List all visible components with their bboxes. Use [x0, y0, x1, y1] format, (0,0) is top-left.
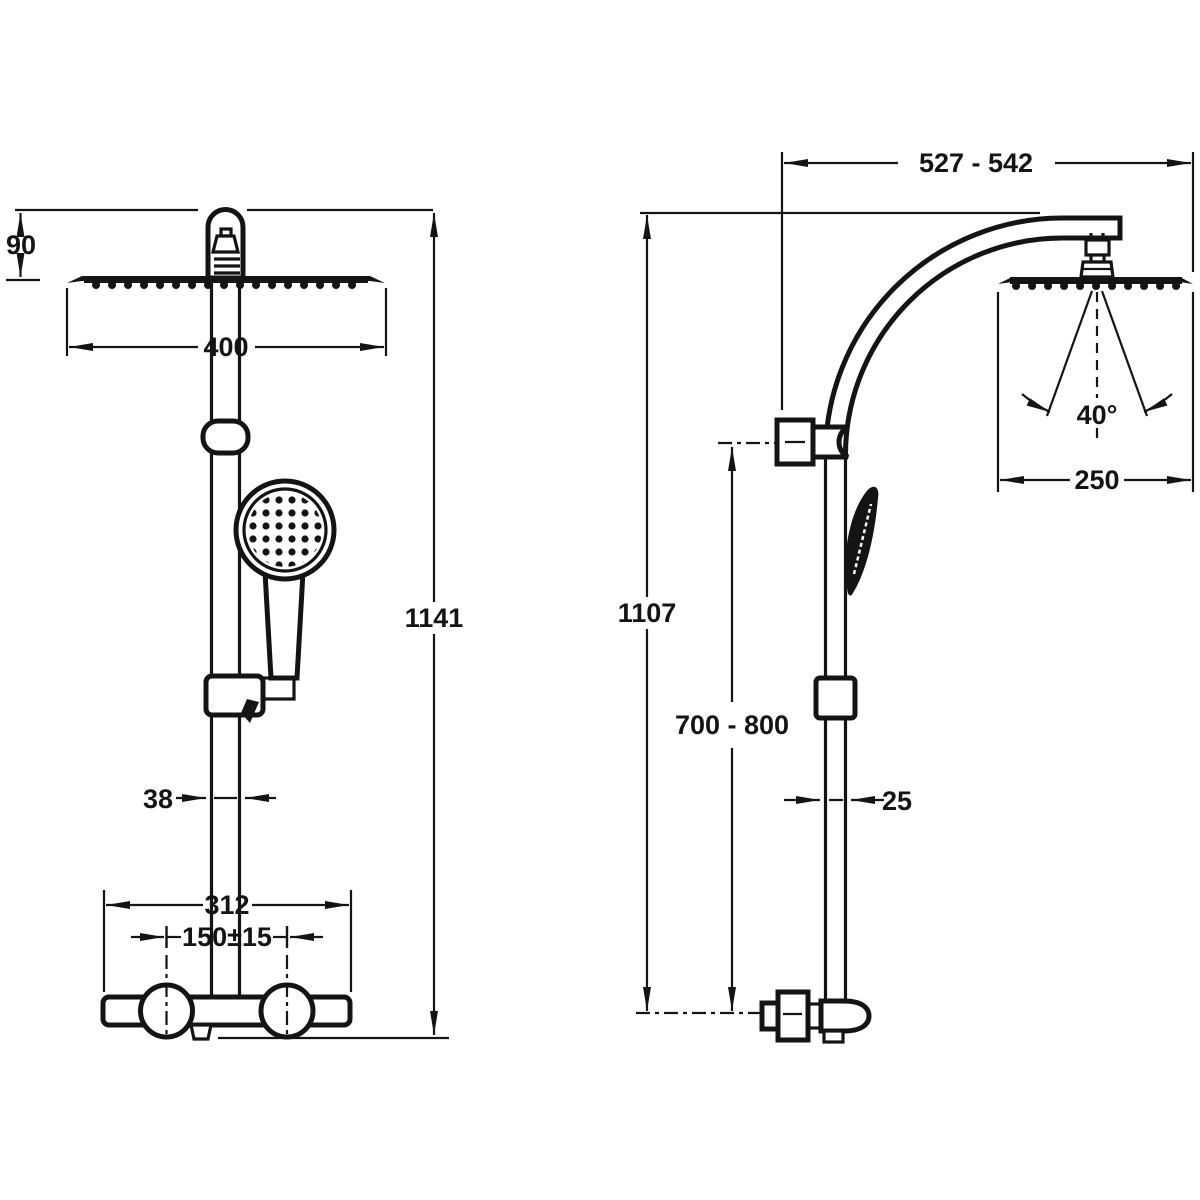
- side-view: 40° 527 - 542: [618, 148, 1195, 1044]
- slider-bracket: [203, 673, 296, 723]
- dim-label: 38: [143, 784, 173, 814]
- paddle-highlight: [852, 503, 873, 575]
- dim-label: 90: [6, 230, 36, 260]
- dim-label: 40°: [1077, 400, 1118, 430]
- top-cap: [205, 207, 246, 281]
- dim-label: 150±15: [182, 922, 272, 952]
- shower-arm: [823, 215, 1123, 456]
- dim-label: 400: [203, 332, 248, 362]
- dim-label: 312: [204, 890, 249, 920]
- hand-shower-spray-face: [248, 493, 322, 567]
- mixer-outlet: [189, 1023, 213, 1041]
- dim-mixer-width: 312: [102, 890, 353, 992]
- dim-spray-width: 250: [996, 292, 1195, 495]
- hand-shower-ring: [242, 487, 328, 573]
- mixer-front: [100, 955, 353, 1041]
- ball-joint: [210, 227, 241, 275]
- slider-ring: [200, 418, 251, 456]
- dim-label: 25: [882, 786, 912, 816]
- dim-label: 527 - 542: [919, 148, 1033, 178]
- dim-head-width: 400: [65, 288, 388, 362]
- connector-block: [1084, 238, 1111, 257]
- dim-arm-reach: 527 - 542: [780, 148, 1195, 410]
- mixer-outlet-side: [822, 1029, 845, 1044]
- handle-holder: [261, 676, 296, 701]
- cone-line: [1045, 290, 1094, 417]
- spray-cone: 40°: [1021, 290, 1173, 442]
- wall-flange: [775, 989, 811, 1043]
- rain-head-side: [998, 277, 1193, 290]
- hand-shower-handle: [262, 569, 306, 681]
- mixer-body-side: [818, 998, 872, 1034]
- dim-mount-height: 700 - 800: [675, 441, 789, 1011]
- joint-cone: [210, 234, 241, 254]
- hand-shower-paddle: [845, 486, 879, 596]
- hand-shower: [233, 478, 337, 681]
- bracket-spool: [810, 424, 850, 460]
- dim-label: 250: [1074, 465, 1119, 495]
- cone-line: [1100, 290, 1149, 417]
- angle-arc: [1021, 393, 1051, 413]
- wall-flange-cap: [759, 1000, 781, 1032]
- dim-overall-height-side: 1107: [618, 215, 762, 1015]
- hand-shower-side: [845, 486, 879, 596]
- dim-head-offset: 90: [6, 213, 40, 282]
- head-plate-band: [1010, 277, 1182, 284]
- front-view: 90 400 1141 38: [6, 207, 464, 1041]
- dim-rail-width: 38: [143, 784, 276, 814]
- shower-rail-side: [823, 452, 848, 1003]
- dim-label: 1141: [405, 603, 464, 633]
- dim-label: 1107: [618, 598, 677, 628]
- dim-overall-height-front: 1141: [15, 208, 464, 1040]
- dim-rail-depth: 25: [784, 786, 912, 816]
- rail-coupling: [813, 675, 858, 721]
- dim-label: 700 - 800: [675, 710, 789, 740]
- mixer-side: [759, 989, 872, 1044]
- dim-connection-spacing: 150±15: [131, 922, 323, 952]
- arm-connector: [1079, 233, 1115, 279]
- shower-rail: [209, 235, 242, 998]
- diverter-lever: [241, 699, 259, 723]
- angle-arc: [1143, 393, 1173, 413]
- wall-bracket: [774, 417, 850, 467]
